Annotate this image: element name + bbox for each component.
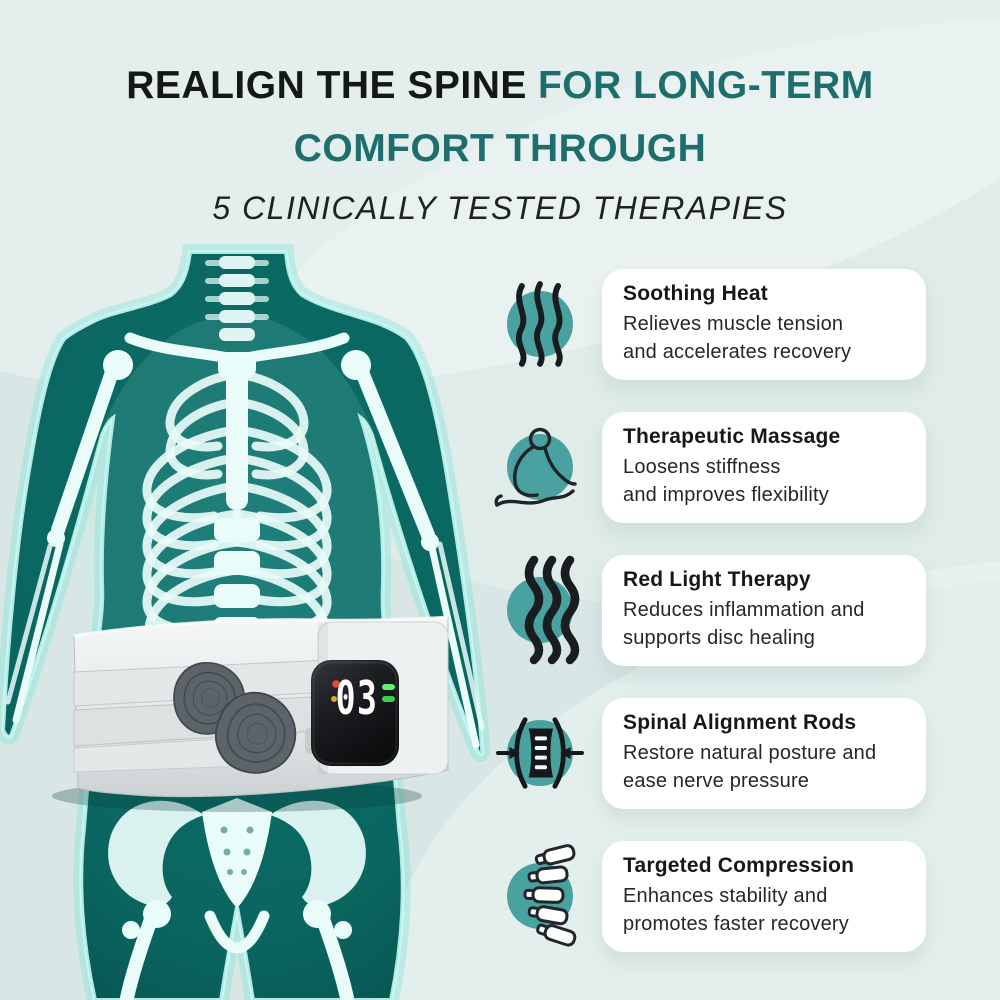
device-display: 03 bbox=[336, 673, 379, 726]
feature-title: Red Light Therapy bbox=[623, 567, 811, 591]
mode-indicator-light bbox=[331, 696, 337, 702]
feature-card: Therapeutic Massage Loosens stiffness an… bbox=[602, 411, 926, 523]
heat-waves-icon bbox=[516, 281, 563, 367]
feature-icon-circle bbox=[494, 427, 577, 507]
control-device: 03 bbox=[305, 660, 399, 766]
feature-card: Red Light Therapy Reduces inflammation a… bbox=[602, 554, 926, 666]
feature-row-spinal-alignment-rods: Spinal Alignment Rods Restore natural po… bbox=[496, 697, 955, 809]
feature-row-targeted-compression: Targeted Compression Enhances stability … bbox=[505, 840, 955, 952]
feature-row-therapeutic-massage: Therapeutic Massage Loosens stiffness an… bbox=[494, 411, 955, 523]
spinal-alignment-icon bbox=[496, 717, 584, 789]
xray-torso-illustration: 03 bbox=[0, 244, 491, 1000]
feature-icon-circle bbox=[507, 281, 573, 367]
feature-description: Relieves muscle tension and accelerates … bbox=[623, 312, 852, 363]
feature-title: Soothing Heat bbox=[623, 281, 768, 305]
feature-title: Spinal Alignment Rods bbox=[623, 710, 857, 734]
power-indicator-light bbox=[332, 680, 340, 688]
feature-card: Soothing Heat Relieves muscle tension an… bbox=[602, 268, 926, 380]
feature-icon-circle bbox=[507, 555, 580, 665]
battery-bar bbox=[382, 696, 395, 702]
feature-description: Enhances stability and promotes faster r… bbox=[623, 884, 849, 935]
feature-card: Spinal Alignment Rods Restore natural po… bbox=[602, 697, 926, 809]
spine-vertebrae-icon bbox=[523, 844, 577, 947]
feature-description: Loosens stiffness and improves flexibili… bbox=[623, 455, 829, 506]
massage-person-icon bbox=[494, 427, 577, 507]
feature-description: Restore natural posture and ease nerve p… bbox=[623, 741, 877, 792]
feature-icon-circle bbox=[507, 844, 577, 947]
feature-title: Targeted Compression bbox=[623, 853, 855, 877]
feature-description: Reduces inflammation and supports disc h… bbox=[623, 598, 865, 649]
feature-title: Therapeutic Massage bbox=[623, 424, 841, 448]
feature-row-soothing-heat: Soothing Heat Relieves muscle tension an… bbox=[505, 268, 955, 380]
title-dark-part: REALIGN THE SPINE bbox=[126, 64, 527, 107]
feature-card: Targeted Compression Enhances stability … bbox=[602, 840, 926, 952]
battery-bar bbox=[382, 684, 395, 690]
red-light-waves-icon bbox=[524, 555, 580, 665]
massage-pad bbox=[215, 691, 297, 774]
feature-icon-circle bbox=[496, 717, 584, 789]
page-title-line2: COMFORT THROUGH bbox=[293, 127, 707, 170]
title-accent-part: FOR LONG-TERM bbox=[537, 64, 874, 107]
feature-row-red-light-therapy: Red Light Therapy Reduces inflammation a… bbox=[505, 554, 955, 666]
page-subtitle: 5 CLINICALLY TESTED THERAPIES bbox=[212, 190, 788, 226]
